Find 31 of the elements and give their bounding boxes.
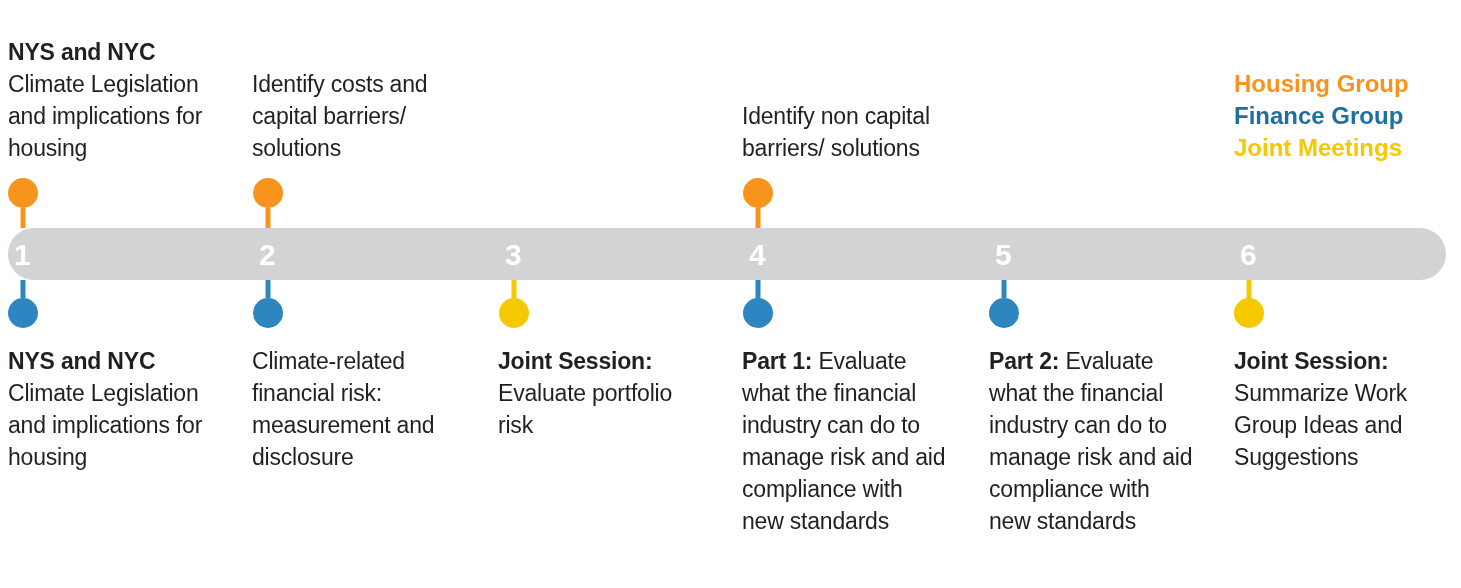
milestone-text: Climate-related financial risk: measurement and disclosure: [252, 347, 436, 472]
milestone-dot: [743, 298, 773, 328]
connector-stem: [511, 280, 517, 298]
milestone-dot: [253, 178, 283, 208]
milestone-text: NYS and NYC Climate Legislation and implications for housing: [8, 38, 204, 163]
connector-stem: [20, 280, 26, 298]
connector-stem: [755, 280, 761, 298]
milestone-text: Part 1: Evaluate what the financial industry can do to manage risk and aid compliance with new standards: [742, 347, 947, 536]
legend-entry: Joint Meetings: [1234, 133, 1402, 163]
milestone-text: NYS and NYC Climate Legislation and implications for housing: [8, 347, 204, 472]
legend-entry: Housing Group: [1234, 69, 1409, 99]
milestone-dot: [1234, 298, 1264, 328]
connector-stem: [265, 280, 271, 298]
timeline-bar: [8, 228, 1446, 280]
connector-stem: [755, 208, 761, 228]
milestone-dot: [989, 298, 1019, 328]
milestone-text: Joint Session: Evaluate portfolio risk: [498, 347, 674, 440]
connector-stem: [265, 208, 271, 228]
connector-stem: [1246, 280, 1252, 298]
connector-stem: [1001, 280, 1007, 298]
legend-entry: Finance Group: [1234, 101, 1404, 131]
milestone-dot: [8, 178, 38, 208]
milestone-dot: [499, 298, 529, 328]
milestone-dot: [8, 298, 38, 328]
milestone-text: Part 2: Evaluate what the financial industry can do to manage risk and aid compliance with new standards: [989, 347, 1194, 536]
milestone-text: Identify non capital barriers/ solutions: [742, 102, 931, 163]
milestone-dot: [743, 178, 773, 208]
milestone-text: Identify costs and capital barriers/ solutions: [252, 70, 429, 163]
connector-stem: [20, 208, 26, 228]
milestone-text: Joint Session: Summarize Work Group Ideas and Suggestions: [1234, 347, 1409, 472]
milestone-dot: [253, 298, 283, 328]
